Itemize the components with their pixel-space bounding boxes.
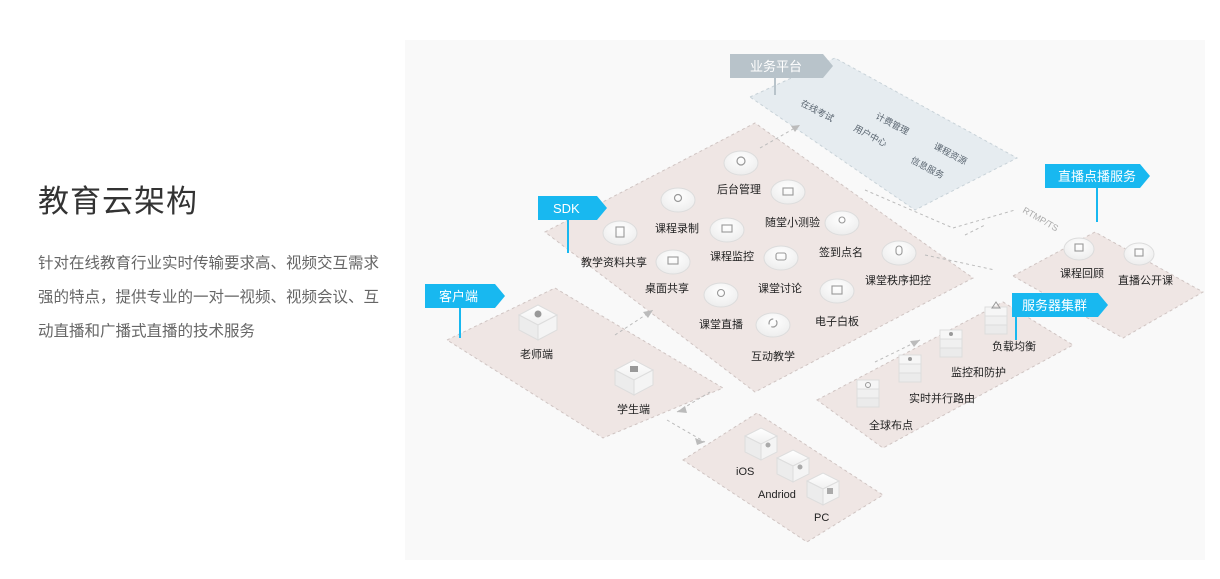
sdk-label: 随堂小测验	[765, 215, 820, 229]
monitor-icon	[721, 224, 733, 233]
sdk-node-desktop: 桌面共享	[645, 249, 691, 295]
sdk-node-recording: 课程录制	[655, 187, 699, 235]
server-balance: 负载均衡	[984, 301, 1036, 353]
platform-pc: PC	[805, 472, 841, 524]
platform-android: Andriod	[758, 449, 811, 501]
android-icon	[797, 464, 803, 470]
arrow-head	[643, 310, 653, 318]
sdk-panel	[544, 122, 974, 393]
student-icon	[630, 366, 638, 372]
sdk-node-checkin: 签到点名	[819, 210, 863, 259]
servers-tag-label: 服务器集群	[1022, 298, 1087, 313]
live-vod-panel	[1011, 231, 1205, 339]
refresh-icon	[768, 318, 778, 328]
sdk-node-discussion: 课堂讨论	[758, 245, 802, 295]
document-icon	[615, 226, 625, 238]
server-router: 实时并行路由	[898, 354, 975, 405]
platform-ios: iOS	[736, 427, 779, 478]
arrow-head	[791, 125, 800, 132]
platform-label: PC	[814, 512, 829, 524]
live-vod-tag: 直播点播服务	[1045, 164, 1150, 222]
record-icon	[673, 193, 683, 203]
live-vod-tag-label: 直播点播服务	[1058, 169, 1136, 184]
sdk-label: 电子白板	[815, 314, 859, 328]
chat-icon	[775, 252, 787, 261]
camera-icon	[736, 156, 746, 166]
live-vod-label: 直播公开课	[1118, 273, 1173, 287]
microphone-icon	[895, 245, 903, 256]
sdk-node-interactive: 互动教学	[751, 312, 795, 363]
teacher-icon	[534, 310, 542, 318]
architecture-svg: RTMP/TS 在线考试 计费管理 用户中心 课程资源 信息服务 后台管理 课程…	[425, 54, 1205, 543]
client-student: 学生端	[613, 359, 655, 416]
client-teacher: 老师端	[517, 304, 559, 361]
intro-description: 针对在线教育行业实时传输要求高、视频交互需求强的特点，提供专业的一对一视频、视频…	[38, 255, 380, 340]
architecture-diagram: RTMP/TS 在线考试 计费管理 用户中心 课程资源 信息服务 后台管理 课程…	[405, 40, 1205, 560]
sdk-node-live: 课堂直播	[699, 282, 743, 331]
replay-icon	[1074, 243, 1084, 252]
server-label: 实时并行路由	[909, 391, 975, 405]
user-check-icon	[838, 216, 846, 224]
sdk-label: 课堂秩序把控	[865, 273, 931, 287]
quiz-icon	[782, 187, 794, 196]
server-shield: 监控和防护	[939, 329, 1006, 379]
business-platform-tag-label: 业务平台	[750, 59, 802, 74]
arrow-head	[677, 406, 687, 413]
live-vod-open-class: 直播公开课	[1118, 242, 1173, 287]
sdk-label: 桌面共享	[645, 281, 689, 295]
router-icon	[908, 357, 912, 361]
windows-icon	[827, 488, 833, 494]
page-title: 教育云架构	[38, 184, 198, 219]
client-label: 老师端	[520, 348, 553, 361]
whiteboard-icon	[831, 285, 843, 295]
sdk-node-whiteboard: 电子白板	[815, 278, 859, 328]
live-vod-replay: 课程回顾	[1060, 237, 1104, 280]
client-label: 学生端	[617, 402, 650, 416]
sdk-nodes: 后台管理 课程录制 随堂小测验 教学资料共享 课程监控	[581, 150, 931, 363]
shield-icon	[949, 332, 953, 336]
intro-section: 教育云架构 针对在线教育行业实时传输要求高、视频交互需求强的特点，提供专业的一对…	[38, 176, 383, 349]
client-tag: 客户端	[425, 284, 505, 338]
open-class-icon	[1134, 248, 1144, 257]
balance-icon	[991, 301, 1001, 309]
live-vod-label: 课程回顾	[1060, 267, 1104, 280]
sdk-node-materials: 教学资料共享	[581, 220, 647, 269]
sdk-tag-label: SDK	[553, 201, 580, 216]
sdk-label: 课程录制	[655, 222, 699, 235]
sdk-label: 签到点名	[819, 245, 863, 259]
servers-tag: 服务器集群	[1012, 293, 1108, 340]
globe-icon	[865, 382, 871, 388]
server-label: 全球布点	[869, 418, 913, 432]
arrow-head	[910, 340, 920, 347]
sdk-label: 后台管理	[717, 182, 761, 196]
client-tag-label: 客户端	[439, 289, 478, 304]
sdk-label: 课程监控	[710, 249, 754, 263]
rtmp-label: RTMP/TS	[1021, 205, 1060, 233]
sdk-node-monitor: 课程监控	[709, 217, 754, 263]
sdk-label: 教学资料共享	[581, 255, 647, 269]
platform-label: Andriod	[758, 489, 796, 501]
sdk-node-backend: 后台管理	[717, 150, 761, 196]
sdk-tag: SDK	[538, 196, 607, 253]
sdk-node-order: 课堂秩序把控	[865, 240, 931, 287]
sdk-label: 互动教学	[751, 349, 795, 363]
sdk-label: 课堂讨论	[758, 281, 802, 295]
desktop-icon	[667, 256, 679, 265]
client-panel	[445, 287, 725, 439]
sdk-label: 课堂直播	[699, 317, 743, 331]
platform-label: iOS	[736, 466, 754, 478]
business-platform-tag: 业务平台	[730, 54, 833, 95]
broadcast-icon	[716, 288, 726, 298]
server-globe: 全球布点	[856, 379, 913, 432]
server-label: 负载均衡	[992, 339, 1036, 353]
arrow-head	[695, 438, 705, 445]
apple-icon	[765, 442, 771, 448]
sdk-node-quiz: 随堂小测验	[765, 179, 820, 229]
server-label: 监控和防护	[951, 365, 1006, 379]
